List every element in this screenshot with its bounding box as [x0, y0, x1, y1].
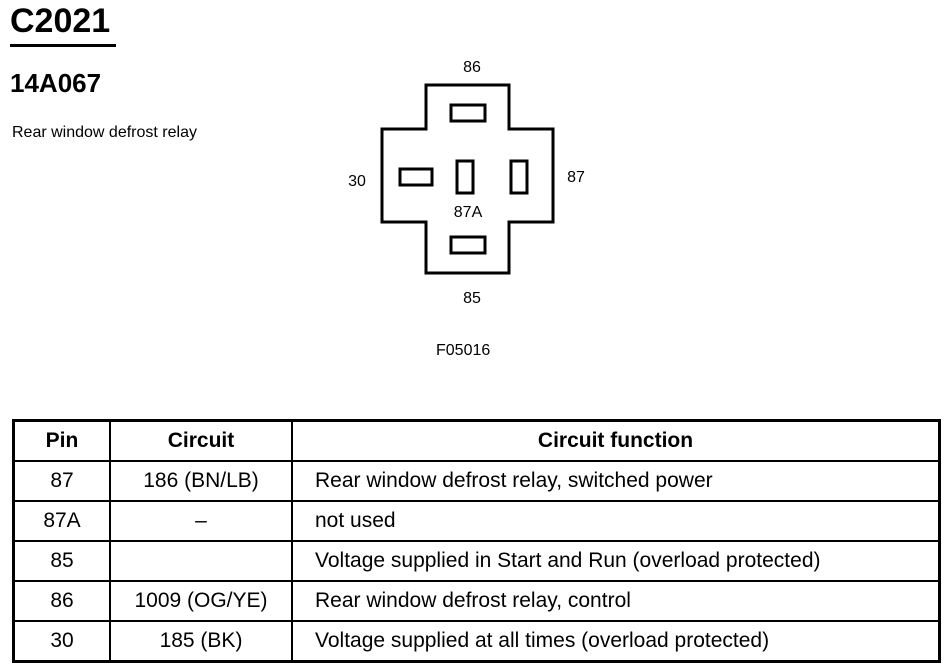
cell-circuit-function: Voltage supplied at all times (overload …: [291, 620, 941, 663]
cell-pin: 87A: [12, 500, 111, 542]
pin-label-87: 87: [567, 169, 585, 186]
cell-pin: 30: [12, 620, 111, 663]
table-row: 86 1009 (OG/YE) Rear window defrost rela…: [12, 580, 941, 622]
cell-pin: 87: [12, 460, 111, 502]
cell-pin: 86: [12, 580, 111, 622]
cell-circuit: 185 (BK): [109, 620, 293, 663]
relay-pinout-diagram: 86 30 87 87A 85: [348, 59, 585, 307]
cell-circuit-function: not used: [291, 500, 941, 542]
connector-id: C2021: [10, 2, 111, 40]
header-circuit-function: Circuit function: [291, 419, 941, 462]
terminal-87: [509, 159, 529, 195]
cell-circuit: 186 (BN/LB): [109, 460, 293, 502]
cell-circuit-function: Rear window defrost relay, control: [291, 580, 941, 622]
header-circuit: Circuit: [109, 419, 293, 462]
terminal-87a: [455, 159, 475, 195]
part-number: 14A067: [10, 68, 102, 98]
cell-circuit: 1009 (OG/YE): [109, 580, 293, 622]
pin-label-86: 86: [463, 59, 481, 76]
table-row: 85 Voltage supplied in Start and Run (ov…: [12, 540, 941, 582]
table-row: 87 186 (BN/LB) Rear window defrost relay…: [12, 460, 941, 502]
header-pin: Pin: [12, 419, 111, 462]
table-header-row: Pin Circuit Circuit function: [12, 419, 941, 462]
pin-label-30: 30: [348, 173, 366, 190]
terminal-86: [449, 103, 487, 123]
terminal-85: [449, 235, 487, 255]
table-row: 87A – not used: [12, 500, 941, 542]
cell-circuit: –: [109, 500, 293, 542]
figure-id: F05016: [436, 342, 491, 359]
terminal-30: [398, 167, 434, 187]
pin-label-87a: 87A: [454, 204, 483, 221]
cell-pin: 85: [12, 540, 111, 582]
cell-circuit: [109, 540, 293, 582]
relay-outline: [380, 83, 555, 275]
cell-circuit-function: Voltage supplied in Start and Run (overl…: [291, 540, 941, 582]
cell-circuit-function: Rear window defrost relay, switched powe…: [291, 460, 941, 502]
connector-id-underline: [10, 44, 116, 47]
pin-label-85: 85: [463, 290, 481, 307]
pin-table: Pin Circuit Circuit function 87 186 (BN/…: [12, 419, 941, 663]
connector-description: Rear window defrost relay: [12, 124, 197, 141]
table-row: 30 185 (BK) Voltage supplied at all time…: [12, 620, 941, 663]
